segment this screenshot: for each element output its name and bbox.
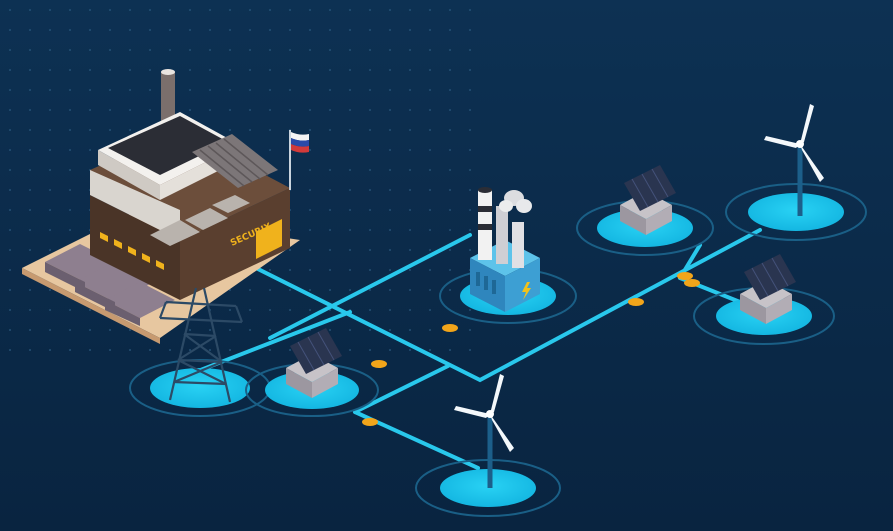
- pad-pylon: [129, 359, 271, 417]
- wind-turbine-icon: [454, 104, 824, 488]
- power-pylon-icon: [158, 287, 244, 403]
- factory-windows: [100, 219, 282, 270]
- pad-turbine-top: [725, 183, 867, 241]
- flag-icon: [289, 130, 309, 190]
- lightning-icon: [522, 282, 531, 300]
- factory-icon: SECURIX: [22, 69, 300, 344]
- power-plant-icon: [470, 187, 540, 312]
- grid-connectors: [362, 272, 700, 426]
- solar-array-icon: [286, 165, 796, 398]
